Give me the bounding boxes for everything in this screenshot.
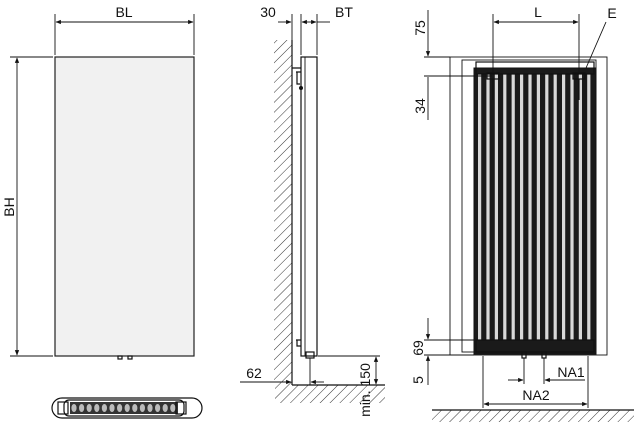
bh-label: BH — [1, 197, 17, 216]
rear-fin — [578, 74, 582, 340]
side-floor-hatch — [275, 385, 385, 403]
rear-fin — [562, 74, 566, 340]
plan-fin — [117, 404, 123, 412]
side-radiator-profile — [300, 56, 318, 357]
rear-fin — [511, 74, 515, 340]
bt-label: BT — [335, 4, 353, 20]
rear-fin — [478, 74, 482, 340]
rear-view: L E 75 34 69 5 NA1 NA2 — [410, 4, 634, 422]
e-label: E — [607, 5, 616, 21]
bl-label: BL — [115, 4, 132, 20]
plan-fin — [162, 404, 168, 412]
rear-fin — [520, 74, 524, 340]
na2-label: NA2 — [522, 387, 549, 403]
plan-fin — [147, 404, 153, 412]
rear-floor-hatch — [432, 410, 634, 422]
l-label: L — [534, 4, 542, 20]
wall-gap-30-label: 30 — [260, 4, 276, 20]
connection-height-69-label: 69 — [410, 340, 426, 356]
rear-fin — [553, 74, 557, 340]
plan-fin — [71, 404, 77, 412]
plan-fin — [170, 404, 176, 412]
plan-fin — [94, 404, 100, 412]
plan-fin — [109, 404, 115, 412]
rear-fin — [528, 74, 532, 340]
plan-fin — [132, 404, 138, 412]
bracket-height-34-label: 34 — [412, 98, 428, 114]
plan-fin — [139, 404, 145, 412]
top-offset-75-label: 75 — [412, 20, 428, 36]
na1-label: NA1 — [557, 364, 584, 380]
rear-radiator-body — [473, 67, 597, 355]
front-panel — [54, 56, 195, 357]
side-view: 30 BT 62 min. 150 — [240, 4, 385, 417]
side-wall-hatch — [274, 40, 292, 385]
plan-fin — [155, 404, 161, 412]
front-view: BL BH — [1, 4, 195, 360]
wall-to-pipe-62-label: 62 — [246, 365, 262, 381]
rear-wall-outline — [449, 56, 608, 356]
plan-view — [51, 397, 203, 419]
rear-fin — [486, 74, 490, 340]
plan-fin — [124, 404, 130, 412]
rear-fin — [536, 74, 540, 340]
rear-fin — [587, 74, 591, 340]
plan-fin — [79, 404, 85, 412]
rear-fin — [570, 74, 574, 340]
rear-fins — [478, 74, 591, 340]
plan-fins — [71, 404, 176, 412]
plan-fin — [101, 404, 107, 412]
rear-fin — [545, 74, 549, 340]
rear-fin — [503, 74, 507, 340]
plan-fin — [86, 404, 92, 412]
connection-offset-5-label: 5 — [410, 376, 426, 384]
floor-clearance-label: min. 150 — [357, 363, 373, 417]
rear-fin — [494, 74, 498, 340]
